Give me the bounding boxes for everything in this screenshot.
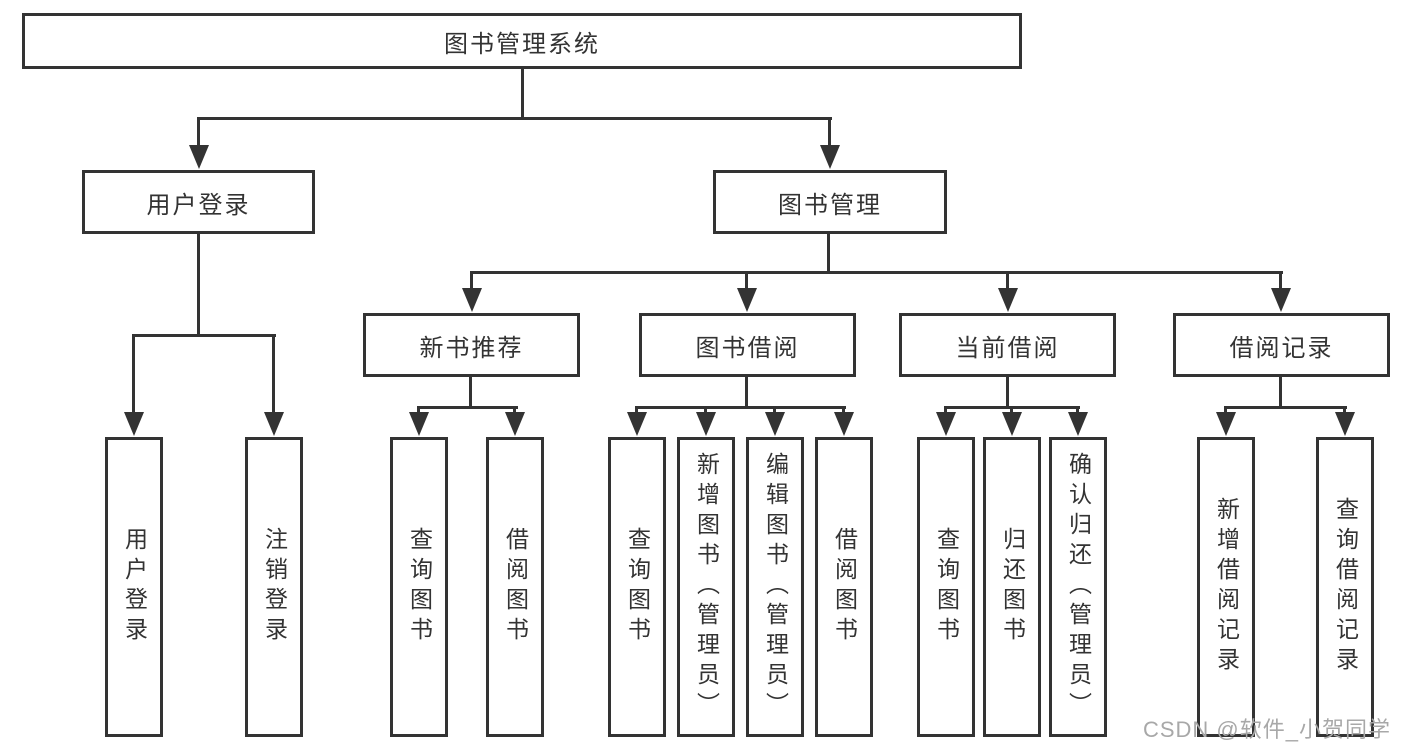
arrowhead-to-leaf-add-book: [696, 406, 716, 436]
arrowhead-to-leaf-edit-book: [765, 406, 785, 436]
leaf-borrow-books-2: 借阅图书: [815, 437, 873, 737]
arrowhead-to-leaf-query-borrow-record: [1335, 406, 1355, 436]
leaf-user-login-label: 用户登录: [121, 527, 148, 647]
arrowhead-to-leaf-query-books-3: [936, 406, 956, 436]
leaf-query-books-2-label: 查询图书: [624, 527, 651, 647]
arrowhead-to-new-book-recommend: [462, 271, 482, 312]
connector-borrow-records-stem: [1279, 377, 1282, 407]
connector-current-borrow-stem: [1006, 377, 1009, 407]
node-book-management-label: 图书管理: [778, 191, 882, 219]
leaf-edit-book-admin-label: 编辑图书（管理员）: [762, 452, 789, 722]
leaf-edit-book-admin: 编辑图书（管理员）: [746, 437, 804, 737]
leaf-borrow-books-2-label: 借阅图书: [831, 527, 858, 647]
node-book-borrow-label: 图书借阅: [695, 334, 800, 362]
arrowhead-to-leaf-add-borrow-record: [1216, 406, 1236, 436]
connector-new-book-recommend-rail: [417, 406, 518, 409]
node-book-management: 图书管理: [713, 170, 947, 234]
arrowhead-to-leaf-borrow-books-1: [505, 406, 525, 436]
leaf-add-borrow-record-label: 新增借阅记录: [1213, 497, 1240, 677]
arrowhead-to-book-management: [820, 117, 840, 169]
leaf-query-books-1-label: 查询图书: [406, 527, 433, 647]
arrowhead-to-current-borrow: [998, 271, 1018, 312]
arrowhead-to-leaf-return-book: [1002, 406, 1022, 436]
arrowhead-to-user-login: [189, 117, 209, 169]
node-current-borrow-label: 当前借阅: [955, 334, 1060, 362]
connector-book-management-rail: [470, 271, 1283, 274]
connector-root-rail: [197, 117, 832, 120]
connector-book-borrow-rail: [635, 406, 846, 409]
connector-user-login-rail: [132, 334, 276, 337]
leaf-borrow-books-1: 借阅图书: [486, 437, 544, 737]
node-borrow-records: 借阅记录: [1173, 313, 1390, 377]
leaf-query-books-2: 查询图书: [608, 437, 666, 737]
leaf-query-borrow-record: 查询借阅记录: [1316, 437, 1374, 737]
connector-new-book-recommend-stem: [469, 377, 472, 407]
leaf-return-book-label: 归还图书: [999, 527, 1026, 647]
arrowhead-to-leaf-confirm-return: [1068, 406, 1088, 436]
leaf-confirm-return-admin: 确认归还（管理员）: [1049, 437, 1107, 737]
leaf-query-books-3: 查询图书: [917, 437, 975, 737]
leaf-add-borrow-record: 新增借阅记录: [1197, 437, 1255, 737]
arrowhead-to-leaf-query-books-2: [627, 406, 647, 436]
connector-book-management-stem: [827, 234, 830, 272]
leaf-user-login: 用户登录: [105, 437, 163, 737]
leaf-query-borrow-record-label: 查询借阅记录: [1332, 497, 1359, 677]
arrowhead-to-leaf-logout: [264, 334, 284, 436]
leaf-add-book-admin-label: 新增图书（管理员）: [693, 452, 720, 722]
leaf-confirm-return-admin-label: 确认归还（管理员）: [1065, 452, 1092, 722]
connector-borrow-records-rail: [1224, 406, 1347, 409]
leaf-add-book-admin: 新增图书（管理员）: [677, 437, 735, 737]
node-user-login-label: 用户登录: [146, 191, 251, 219]
node-user-login: 用户登录: [82, 170, 315, 234]
arrowhead-to-leaf-query-books-1: [409, 406, 429, 436]
node-book-borrow: 图书借阅: [639, 313, 856, 377]
arrowhead-to-leaf-borrow-books-2: [834, 406, 854, 436]
node-library-system: 图书管理系统: [22, 13, 1022, 69]
connector-user-login-stem: [197, 234, 200, 335]
arrowhead-to-book-borrow: [737, 271, 757, 312]
leaf-return-book: 归还图书: [983, 437, 1041, 737]
connector-root-stem: [521, 69, 524, 117]
node-library-system-label: 图书管理系统: [444, 30, 600, 58]
arrowhead-to-leaf-user-login: [124, 334, 144, 436]
node-current-borrow: 当前借阅: [899, 313, 1116, 377]
leaf-borrow-books-1-label: 借阅图书: [502, 527, 529, 647]
connector-book-borrow-stem: [745, 377, 748, 407]
csdn-watermark: CSDN @软件_小贺同学: [1142, 717, 1391, 742]
leaf-logout: 注销登录: [245, 437, 303, 737]
arrowhead-to-borrow-records: [1271, 271, 1291, 312]
node-new-book-recommend-label: 新书推荐: [419, 334, 524, 362]
node-borrow-records-label: 借阅记录: [1229, 334, 1334, 362]
leaf-query-books-3-label: 查询图书: [933, 527, 960, 647]
leaf-query-books-1: 查询图书: [390, 437, 448, 737]
leaf-logout-label: 注销登录: [261, 527, 288, 647]
node-new-book-recommend: 新书推荐: [363, 313, 580, 377]
